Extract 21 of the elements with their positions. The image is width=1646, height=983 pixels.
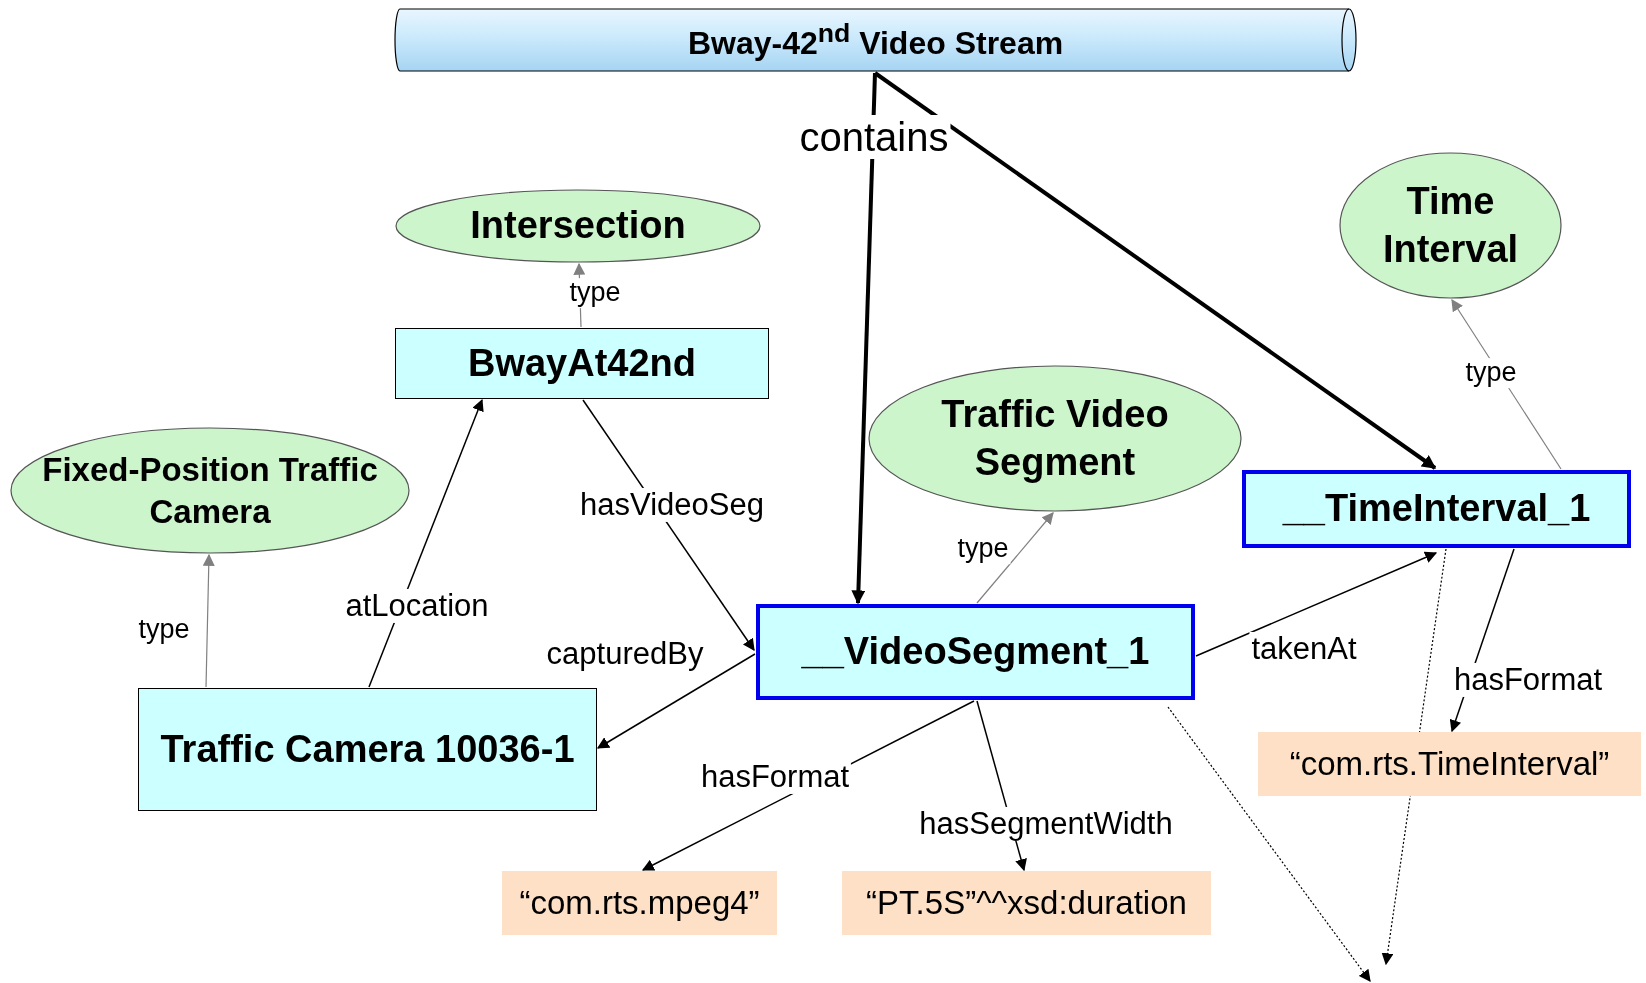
literal-box: “com.rts.TimeInterval” — [1258, 732, 1641, 796]
dotted-arrow — [1167, 706, 1371, 982]
class-ellipse: Intersection — [395, 189, 761, 263]
instance-box: __VideoSegment_1 — [756, 604, 1195, 700]
arrow — [873, 71, 1437, 470]
instance-box: Traffic Camera 10036-1 — [138, 688, 597, 811]
arrow — [596, 653, 756, 749]
class-ellipse: Fixed-Position Traffic Camera — [10, 427, 410, 554]
arrow — [202, 553, 215, 688]
edge-label: type — [1463, 358, 1519, 388]
literal-box: “com.rts.mpeg4” — [502, 871, 777, 935]
arrow — [976, 512, 1054, 604]
class-ellipse: Traffic Video Segment — [868, 365, 1242, 512]
instance-box: BwayAt42nd — [395, 328, 769, 399]
literal-box: “PT.5S”^^xsd:duration — [842, 871, 1211, 935]
class-ellipse: Time Interval — [1339, 152, 1562, 299]
arrow — [1195, 551, 1438, 657]
stream-cylinder: Bway-42$^{nd}$ Video Stream — [394, 8, 1357, 72]
edge-label: type — [567, 278, 623, 308]
instance-box: __TimeInterval_1 — [1242, 470, 1631, 548]
arrow — [851, 72, 877, 605]
